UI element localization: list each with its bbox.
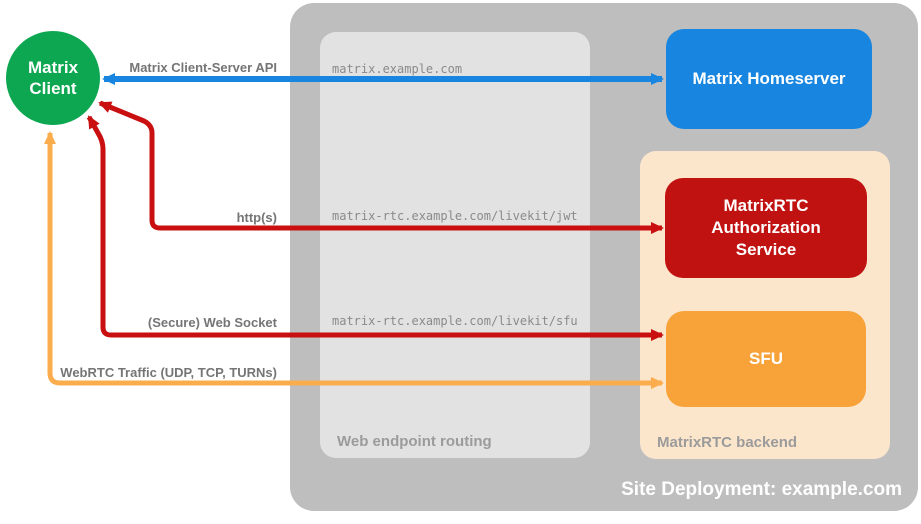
site-deployment-label: Site Deployment: example.com (621, 479, 902, 500)
sfu-node: SFU (666, 311, 866, 407)
matrixrtc-backend-label: MatrixRTC backend (657, 434, 798, 451)
matrixrtc-authorization-service-node: MatrixRTC Authorization Service (665, 178, 867, 278)
endpoint-matrix-example-com: matrix.example.com (332, 62, 463, 76)
websocket-edge-label: (Secure) Web Socket (147, 315, 277, 330)
http-edge-label: http(s) (236, 210, 277, 225)
matrix-homeserver-node: Matrix Homeserver (666, 29, 872, 129)
endpoint-livekit-jwt: matrix-rtc.example.com/livekit/jwt (332, 209, 578, 223)
web-endpoint-routing-label: Web endpoint routing (337, 433, 492, 450)
matrix-client-node: Matrix Client (6, 31, 100, 125)
endpoint-livekit-sfu: matrix-rtc.example.com/livekit/sfu (332, 314, 578, 328)
client-server-api-edge-label: Matrix Client-Server API (129, 60, 277, 75)
web-endpoint-routing-container: Web endpoint routing (320, 32, 590, 458)
webrtc-edge-label: WebRTC Traffic (UDP, TCP, TURNs) (60, 365, 277, 380)
